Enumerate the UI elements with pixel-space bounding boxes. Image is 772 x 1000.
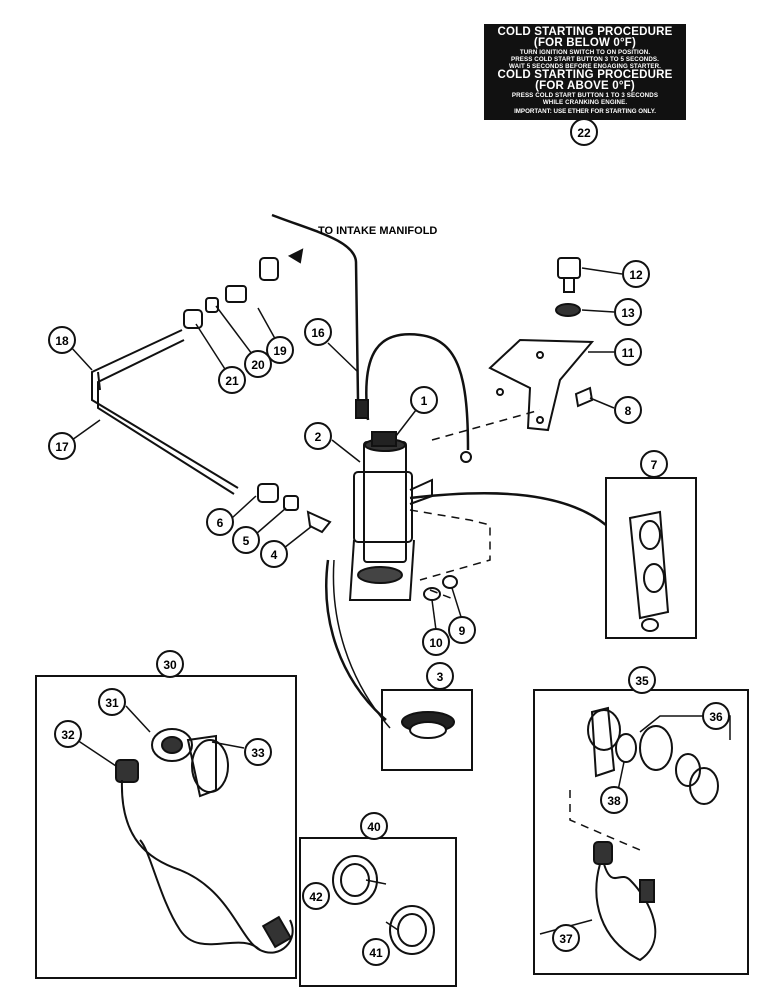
svg-text:40: 40	[367, 820, 381, 834]
svg-text:42: 42	[309, 890, 323, 904]
intake-manifold-label: TO INTAKE MANIFOLD	[318, 225, 437, 237]
inset-7-box	[605, 477, 697, 639]
inset-3-pointer	[325, 559, 387, 721]
callout-30: 30	[156, 650, 184, 678]
callout-1: 1	[410, 386, 438, 414]
callout-17: 17	[48, 432, 76, 460]
callout-9: 9	[448, 616, 476, 644]
inset-3-pointer-inner	[332, 559, 391, 729]
callout-11: 11	[614, 338, 642, 366]
callout-21: 21	[218, 366, 246, 394]
svg-text:13: 13	[621, 306, 635, 320]
panel-30-heater	[115, 728, 294, 954]
svg-text:37: 37	[559, 932, 573, 946]
callout-7: 7	[640, 450, 668, 478]
inset-7-pointer	[409, 491, 607, 526]
callout-37: 37	[552, 924, 580, 952]
svg-text:6: 6	[217, 516, 224, 530]
ether-cylinder	[348, 431, 433, 601]
callout-35: 35	[628, 666, 656, 694]
svg-text:7: 7	[651, 458, 658, 472]
decal-below-line-3: WAIT 5 SECONDS BEFORE ENGAGING STARTER.	[509, 63, 661, 70]
svg-text:16: 16	[311, 326, 325, 340]
svg-text:20: 20	[251, 358, 265, 372]
callout-18: 18	[48, 326, 76, 354]
inset-3-grommet	[401, 711, 455, 739]
callout-16: 16	[304, 318, 332, 346]
svg-text:18: 18	[55, 334, 69, 348]
callout-6: 6	[206, 508, 234, 536]
svg-text:36: 36	[709, 710, 723, 724]
mounting-bracket	[488, 338, 595, 432]
decal-heading-below: COLD STARTING PROCEDURE	[497, 26, 673, 38]
callout-38: 38	[600, 786, 628, 814]
svg-text:9: 9	[459, 624, 466, 638]
svg-text:1: 1	[421, 394, 428, 408]
callout-36: 36	[702, 702, 730, 730]
cylinder-fittings	[257, 483, 332, 534]
svg-text:8: 8	[625, 404, 632, 418]
callouts: 1 2 3 4 5 6 7 8 9 10 11 12 13 16 17 18 1…	[48, 118, 730, 966]
ether-cable	[271, 213, 472, 463]
inset-3-box	[381, 689, 473, 771]
svg-text:2: 2	[315, 430, 322, 444]
bolts-washers	[555, 257, 594, 408]
decal-above-line-2: WHILE CRANKING ENGINE.	[542, 99, 628, 106]
decal-heading-above: COLD STARTING PROCEDURE	[497, 69, 673, 81]
svg-text:5: 5	[243, 534, 250, 548]
svg-text:3: 3	[437, 670, 444, 684]
svg-text:38: 38	[607, 794, 621, 808]
callout-41: 41	[362, 938, 390, 966]
tube-lines	[91, 329, 239, 495]
svg-text:17: 17	[55, 440, 69, 454]
inset-7-clamp	[628, 510, 670, 632]
callout-5: 5	[232, 526, 260, 554]
callout-22: 22	[570, 118, 598, 146]
svg-text:22: 22	[577, 126, 591, 140]
svg-text:10: 10	[429, 636, 443, 650]
decal-sub-above: (FOR ABOVE 0°F)	[535, 80, 635, 92]
decal-below-line-2: PRESS COLD START BUTTON 3 TO 5 SECONDS.	[511, 56, 659, 63]
callout-32: 32	[54, 720, 82, 748]
decal-sub-below: (FOR BELOW 0°F)	[533, 37, 637, 49]
callout-19: 19	[266, 336, 294, 364]
svg-text:19: 19	[273, 344, 287, 358]
panel-40-rings	[332, 855, 435, 955]
callout-10: 10	[422, 628, 450, 656]
svg-text:11: 11	[622, 346, 635, 360]
svg-text:41: 41	[369, 946, 383, 960]
cold-start-decal: COLD STARTING PROCEDURE (FOR BELOW 0°F) …	[484, 24, 686, 120]
callout-2: 2	[304, 422, 332, 450]
svg-text:31: 31	[105, 696, 119, 710]
callout-4: 4	[260, 540, 288, 568]
svg-text:12: 12	[629, 268, 643, 282]
callout-40: 40	[360, 812, 388, 840]
decal-below-line-1: TURN IGNITION SWITCH TO ON POSITION.	[519, 49, 651, 56]
svg-text:4: 4	[271, 548, 278, 562]
dashed-leaders	[409, 409, 541, 601]
panel-30-box	[35, 675, 297, 979]
svg-text:32: 32	[61, 728, 75, 742]
callout-8: 8	[614, 396, 642, 424]
svg-text:35: 35	[635, 674, 649, 688]
decal-important: IMPORTANT: USE ETHER FOR STARTING ONLY.	[514, 108, 656, 115]
panel-35-parts	[569, 706, 719, 962]
svg-text:33: 33	[251, 746, 265, 760]
intake-fittings	[183, 248, 304, 329]
callout-12: 12	[622, 260, 650, 288]
callout-42: 42	[302, 882, 330, 910]
callout-3: 3	[426, 662, 454, 690]
svg-text:30: 30	[163, 658, 177, 672]
svg-text:21: 21	[225, 374, 239, 388]
decal-above-line-1: PRESS COLD START BUTTON 1 TO 3 SECONDS	[511, 92, 659, 99]
callout-13: 13	[614, 298, 642, 326]
callout-20: 20	[244, 350, 272, 378]
callout-31: 31	[98, 688, 126, 716]
callout-33: 33	[244, 738, 272, 766]
